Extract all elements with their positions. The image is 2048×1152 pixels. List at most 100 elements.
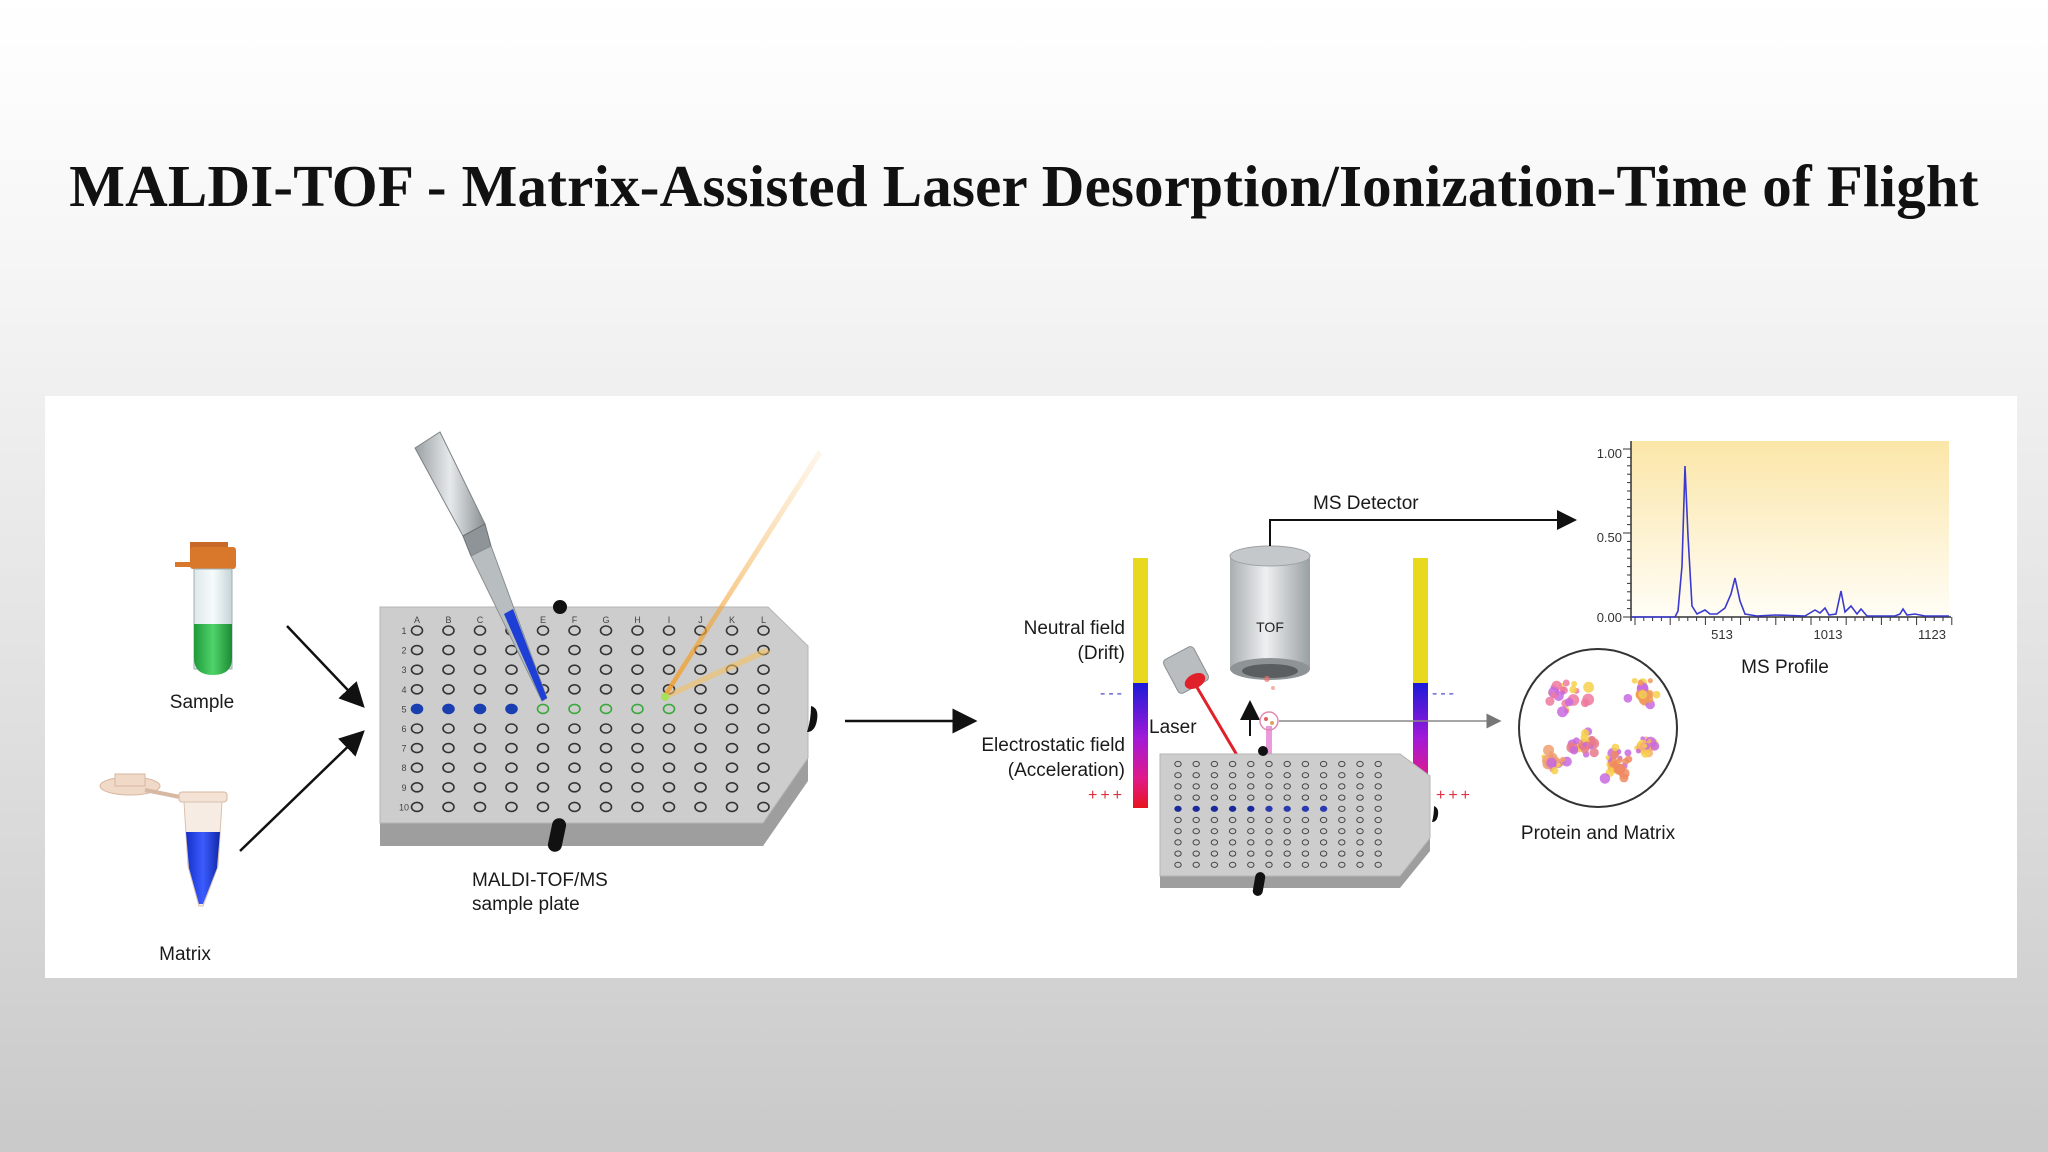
- right-plus-signs: +++: [1436, 787, 1473, 804]
- plate-well: [568, 723, 581, 734]
- protein-particle: [1622, 758, 1629, 765]
- plate-well: [505, 762, 518, 774]
- small-plate-well: [1301, 861, 1310, 868]
- small-plate-well: [1356, 816, 1364, 824]
- plate-well: [473, 683, 487, 695]
- small-plate-well: [1210, 783, 1219, 790]
- small-plate-well: [1319, 816, 1328, 824]
- plate-well: [725, 781, 739, 793]
- small-plate-well: [1283, 861, 1291, 868]
- plate-well: [757, 781, 770, 793]
- plate-well: [599, 723, 613, 734]
- plate-well: [410, 683, 424, 695]
- plate-well: [442, 644, 455, 656]
- small-plate-well: [1356, 772, 1364, 779]
- plate-well: [631, 683, 644, 695]
- plate-well: [442, 801, 455, 813]
- left-minus-signs: ---: [1100, 685, 1125, 702]
- protein-particle: [1580, 745, 1590, 754]
- ms-profile-chart: 1.00 0.50 0.00 513 1013 1123: [1597, 441, 1953, 642]
- left-plus-signs: +++: [1088, 787, 1125, 804]
- plate-well: [599, 683, 613, 695]
- maldi-diagram-panel: Sample Matrix ABCDEFGHIJKL12345678910 MA…: [45, 396, 2017, 978]
- protein-particle: [1571, 680, 1578, 687]
- plate-well: [505, 683, 518, 695]
- plate-row-label: 1: [401, 626, 406, 636]
- small-plate-well: [1301, 783, 1310, 790]
- small-plate-well: [1247, 839, 1255, 846]
- protein-particle: [1560, 756, 1566, 762]
- small-plate-well: [1338, 850, 1346, 857]
- protein-particle: [1635, 748, 1641, 754]
- deposition-beam: [661, 450, 822, 701]
- small-plate-well: [1301, 805, 1310, 812]
- protein-particle: [1564, 697, 1574, 707]
- detector-arrow: [1269, 510, 1577, 546]
- small-plate-well: [1338, 839, 1346, 846]
- small-plate-well: [1210, 828, 1219, 835]
- plate-well: [568, 801, 581, 813]
- plate-well: [694, 664, 707, 676]
- protein-particle: [1583, 700, 1590, 707]
- small-plate-well: [1210, 760, 1219, 768]
- plate-well: [757, 762, 770, 774]
- plate-well: [505, 801, 518, 813]
- plate-well: [757, 625, 770, 636]
- protein-particle: [1610, 750, 1619, 759]
- plate-well: [505, 664, 518, 676]
- plate-well: [631, 801, 644, 813]
- plate-well: [662, 781, 676, 793]
- small-plate-well: [1374, 805, 1382, 812]
- plate-well: [473, 644, 487, 656]
- plate-well: [599, 742, 613, 754]
- plate-well: [662, 801, 676, 813]
- plate-well: [410, 703, 424, 715]
- small-plate-well: [1247, 760, 1255, 768]
- plate-row-label: 5: [401, 704, 406, 714]
- small-plate-well: [1265, 850, 1273, 857]
- small-plate-well: [1210, 772, 1219, 779]
- small-plate-well: [1374, 850, 1382, 857]
- small-plate-well: [1319, 783, 1328, 790]
- plate-well: [694, 703, 707, 715]
- small-plate-well: [1356, 794, 1364, 801]
- small-plate-well: [1247, 816, 1255, 824]
- small-plate-well: [1374, 760, 1382, 768]
- small-plate-well: [1283, 828, 1291, 835]
- small-plate-well: [1265, 861, 1273, 868]
- plate-well: [725, 723, 739, 734]
- plate-well: [631, 781, 644, 793]
- y-tick-0: 0.00: [1597, 610, 1622, 625]
- small-plate-well: [1192, 772, 1200, 779]
- plate-well: [662, 723, 676, 734]
- tof-tube: TOF: [1229, 545, 1311, 680]
- protein-particle: [1569, 685, 1577, 694]
- plate-well: [473, 742, 487, 754]
- x-tick-513: 513: [1711, 627, 1733, 642]
- small-plate-well: [1338, 828, 1346, 835]
- small-plate-well: [1228, 828, 1237, 835]
- small-plate-well: [1228, 816, 1237, 824]
- small-plate-well: [1210, 805, 1219, 812]
- y-tick-050: 0.50: [1597, 530, 1622, 545]
- protein-particle: [1551, 692, 1558, 699]
- plate-column-label: H: [634, 615, 641, 625]
- plate-well: [568, 644, 581, 656]
- plate-well: [662, 644, 676, 656]
- small-plate-well: [1228, 839, 1237, 846]
- right-minus-signs: ---: [1432, 685, 1457, 702]
- small-plate-well: [1192, 805, 1200, 812]
- small-plate-well: [1356, 760, 1364, 768]
- small-plate-well: [1228, 772, 1237, 779]
- small-plate-well: [1228, 861, 1237, 868]
- plate-well: [599, 801, 613, 813]
- plate-well: [536, 664, 550, 676]
- protein-particle: [1545, 696, 1555, 706]
- plate-well: [473, 801, 487, 813]
- protein-particle: [1569, 745, 1579, 755]
- plate-well: [757, 664, 770, 676]
- plate-well: [442, 683, 455, 695]
- protein-particle: [1560, 686, 1566, 692]
- plate-column-label: I: [668, 615, 671, 625]
- small-plate-well: [1247, 861, 1255, 868]
